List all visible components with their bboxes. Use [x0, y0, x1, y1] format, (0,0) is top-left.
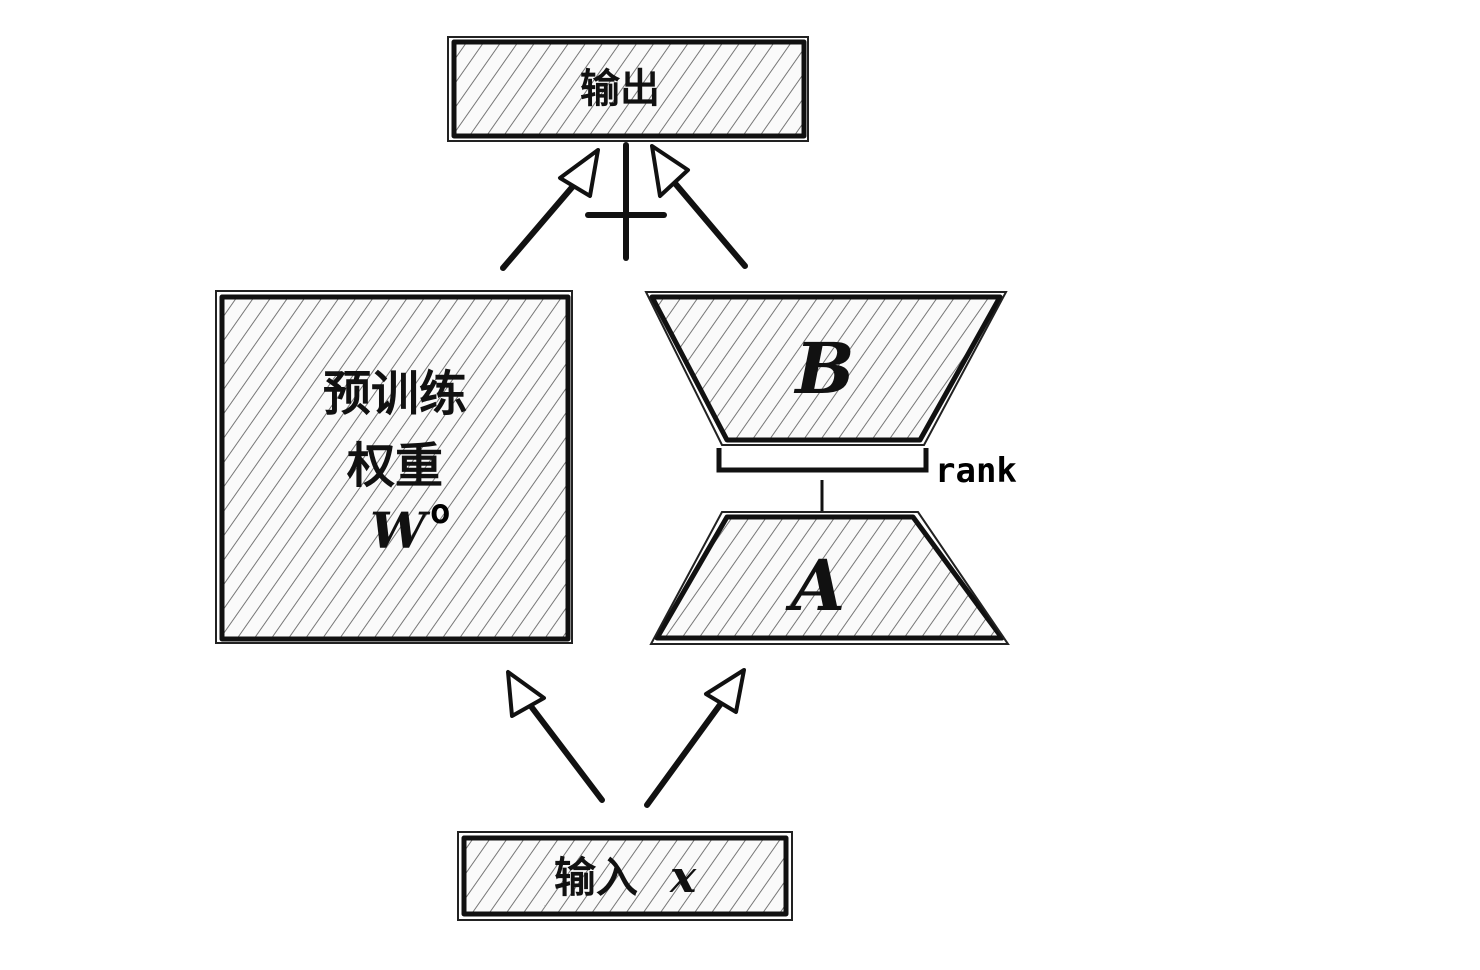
- arrow-b-to-output: [650, 144, 748, 269]
- output-box: 输出: [447, 36, 809, 142]
- pretrained-line2: 权重: [346, 438, 443, 494]
- pretrained-weights-box: 预训练 权重 W o: [215, 290, 573, 644]
- matrix-b-trapezoid: B: [644, 291, 1008, 446]
- input-box: 输入 x: [457, 831, 793, 921]
- output-label: 输出: [580, 66, 660, 112]
- arrow-input-to-w: [506, 670, 605, 803]
- arrow-w-to-output: [500, 148, 600, 271]
- weight-subscript: o: [430, 492, 450, 532]
- rank-bracket: rank: [716, 448, 1017, 512]
- weight-symbol: W: [370, 501, 431, 560]
- arrow-input-to-a: [644, 668, 746, 808]
- pretrained-line1: 预训练: [323, 366, 467, 422]
- matrix-b-label: B: [793, 327, 854, 410]
- plus-sign: [585, 142, 667, 261]
- input-symbol: x: [669, 852, 697, 903]
- matrix-a-label: A: [785, 544, 845, 627]
- rank-label: rank: [935, 451, 1017, 491]
- input-label: 输入: [554, 853, 638, 902]
- matrix-a-trapezoid: A: [649, 511, 1010, 645]
